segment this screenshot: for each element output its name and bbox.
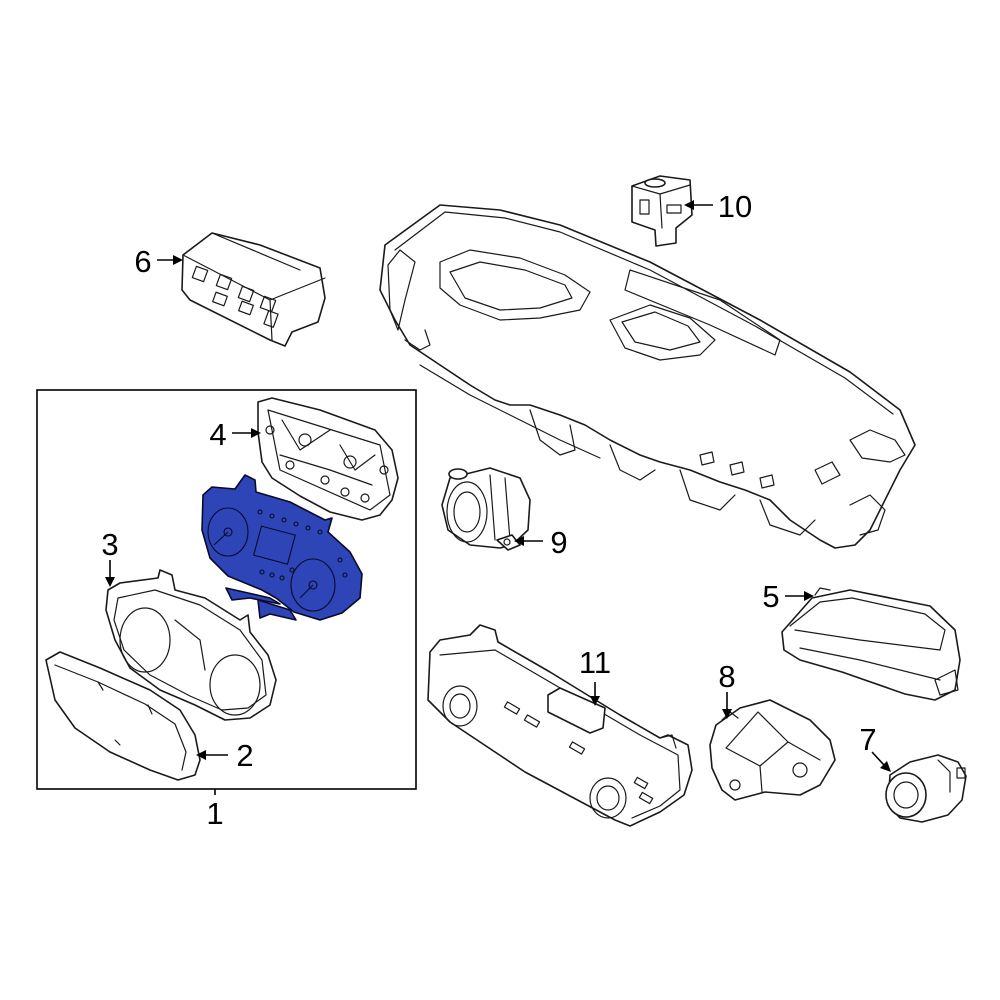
callout-9: 9 bbox=[550, 525, 567, 560]
callout-7: 7 bbox=[859, 722, 876, 757]
instrument-cluster-board-highlighted bbox=[201, 474, 363, 621]
callout-2: 2 bbox=[236, 738, 253, 773]
part-10-switch bbox=[631, 175, 693, 247]
callout-11: 11 bbox=[579, 645, 611, 680]
callout-4: 4 bbox=[209, 417, 226, 452]
part-7-push-button bbox=[885, 754, 967, 823]
part-9-air-vent bbox=[441, 467, 531, 551]
part-4-cluster-housing bbox=[257, 397, 399, 521]
dashboard-frame bbox=[379, 204, 916, 549]
callout-leaders bbox=[105, 200, 891, 795]
callout-10: 10 bbox=[718, 189, 752, 224]
callout-8: 8 bbox=[718, 659, 735, 694]
callout-numbers: 1 2 3 4 5 6 7 8 9 10 11 bbox=[101, 189, 876, 831]
callout-3: 3 bbox=[101, 527, 118, 562]
part-2-cluster-lens bbox=[45, 651, 201, 781]
part-6-switch-panel bbox=[181, 232, 326, 347]
assembly-1-group-box bbox=[36, 389, 417, 790]
part-8-module bbox=[709, 699, 836, 801]
callout-6: 6 bbox=[134, 244, 151, 279]
callout-1: 1 bbox=[206, 796, 223, 831]
part-3-cluster-bezel bbox=[105, 569, 277, 721]
part-5-display-module bbox=[781, 587, 961, 701]
callout-5: 5 bbox=[762, 579, 779, 614]
part-11-climate-panel bbox=[427, 624, 693, 827]
